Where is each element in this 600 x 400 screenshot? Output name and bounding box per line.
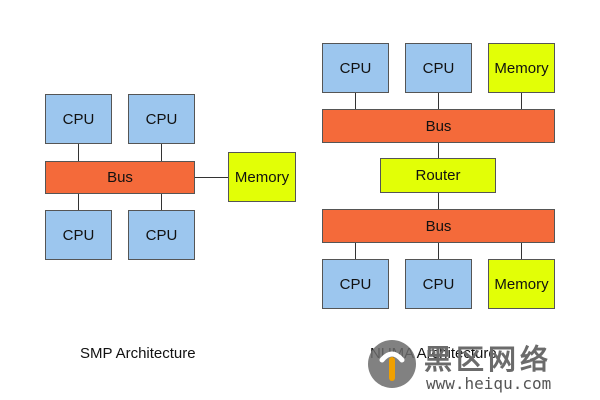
numa-link-top-cpu1 (355, 92, 356, 109)
smp-bus-label: Bus (107, 169, 133, 186)
smp-cpu-1-label: CPU (62, 110, 95, 128)
smp-cpu-4-label: CPU (145, 226, 178, 244)
numa-router: Router (380, 158, 496, 193)
smp-bus: Bus (45, 161, 195, 194)
smp-cpu-1: CPU (45, 94, 112, 144)
numa-link-top-cpu2 (438, 92, 439, 109)
numa-bottom-bus-label: Bus (425, 217, 452, 235)
smp-cpu-3-label: CPU (62, 226, 95, 244)
numa-router-label: Router (415, 167, 461, 184)
numa-link-top-router (438, 142, 439, 158)
watermark-url: www.heiqu.com (426, 374, 552, 393)
smp-link-cpu1 (78, 143, 79, 161)
watermark: 黑区网络 www.heiqu.com (366, 336, 596, 396)
numa-top-cpu-2-label: CPU (422, 59, 455, 77)
numa-link-router-bottom (438, 192, 439, 209)
numa-top-bus-label: Bus (425, 117, 452, 135)
watermark-title: 黑区网络 (424, 343, 553, 376)
numa-link-bottom-cpu2 (438, 242, 439, 259)
numa-link-bottom-cpu1 (355, 242, 356, 259)
numa-bottom-bus: Bus (322, 209, 555, 243)
smp-memory-label: Memory (234, 168, 290, 186)
numa-top-cpu-1: CPU (322, 43, 389, 93)
numa-bottom-cpu-1-label: CPU (339, 275, 372, 293)
numa-top-bus: Bus (322, 109, 555, 143)
smp-cpu-2-label: CPU (145, 110, 178, 128)
smp-cpu-4: CPU (128, 210, 195, 260)
smp-link-cpu4 (161, 193, 162, 210)
smp-link-cpu3 (78, 193, 79, 210)
numa-bottom-cpu-1: CPU (322, 259, 389, 309)
numa-link-top-memory (521, 92, 522, 109)
smp-link-cpu2 (161, 143, 162, 161)
numa-top-cpu-1-label: CPU (339, 59, 372, 77)
numa-bottom-memory: Memory (488, 259, 555, 309)
numa-top-memory: Memory (488, 43, 555, 93)
numa-bottom-cpu-2-label: CPU (422, 275, 455, 293)
smp-cpu-3: CPU (45, 210, 112, 260)
numa-top-cpu-2: CPU (405, 43, 472, 93)
numa-bottom-memory-label: Memory (494, 275, 549, 293)
numa-bottom-cpu-2: CPU (405, 259, 472, 309)
watermark-logo-icon (368, 340, 416, 388)
smp-memory: Memory (228, 152, 296, 202)
smp-caption: SMP Architecture (80, 345, 196, 362)
numa-top-memory-label: Memory (494, 59, 549, 77)
numa-link-bottom-memory (521, 242, 522, 259)
smp-link-memory (195, 177, 228, 178)
smp-cpu-2: CPU (128, 94, 195, 144)
